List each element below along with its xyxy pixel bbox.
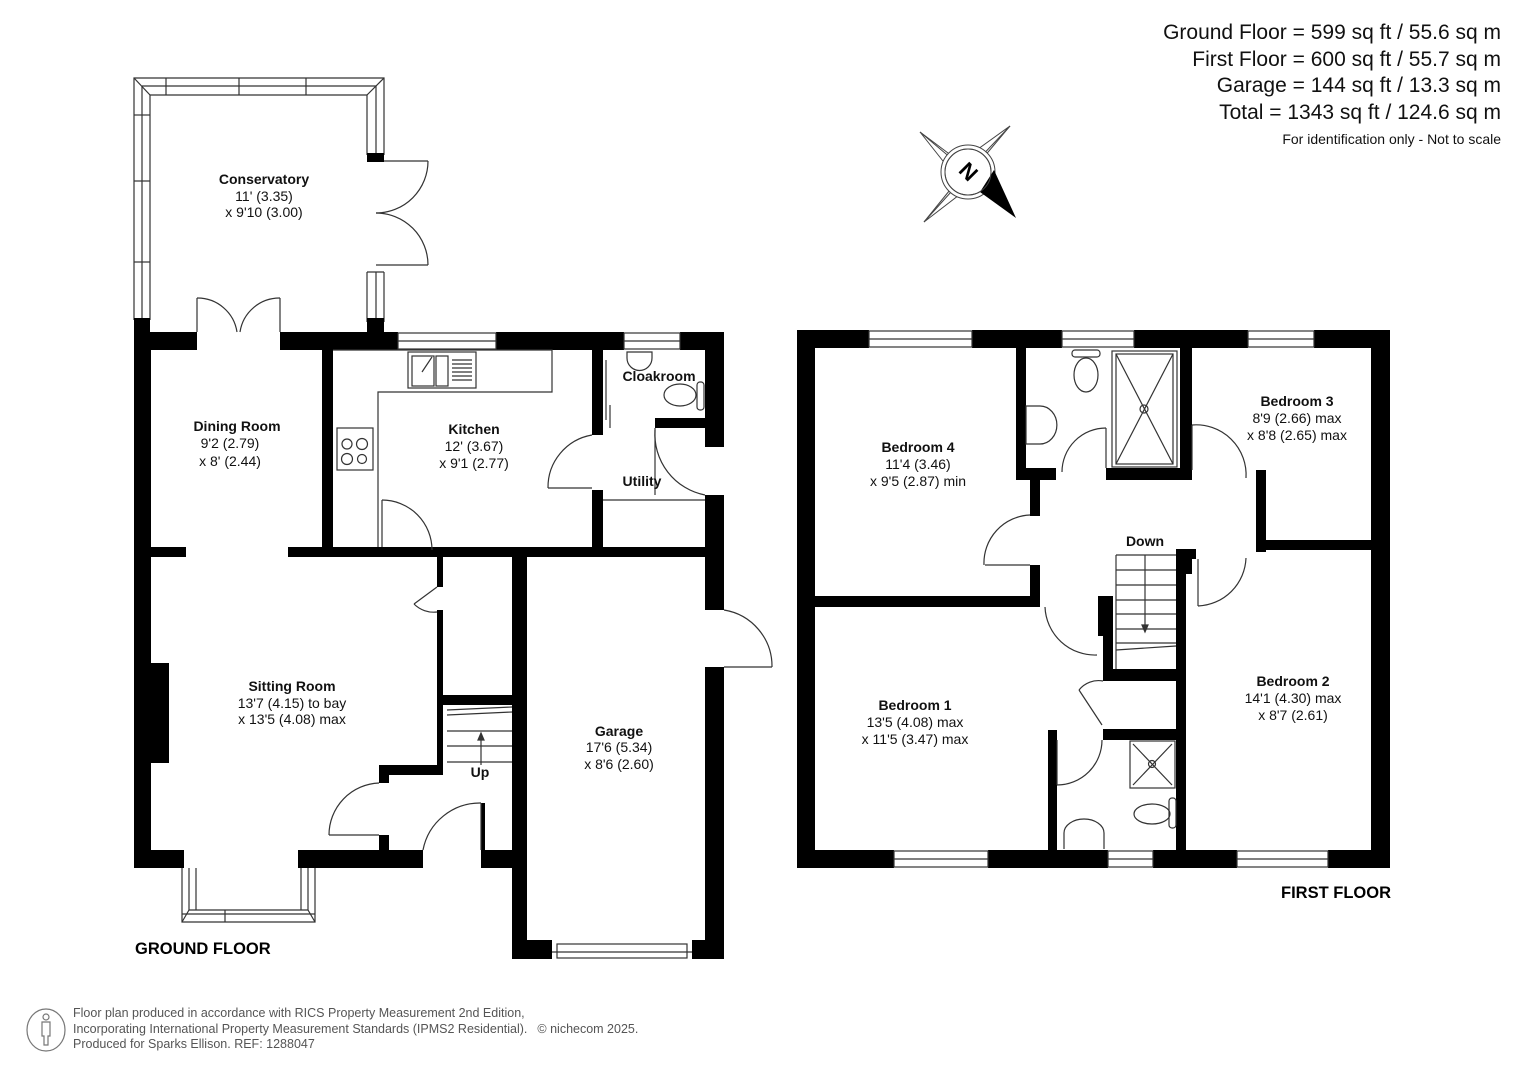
room-name-dining-room: Dining Room xyxy=(193,418,280,434)
room-dim: 9'2 (2.79) xyxy=(201,435,260,451)
cloakroom-wc-icon xyxy=(663,381,705,411)
ensuite-wc-icon xyxy=(1133,797,1177,829)
shower-tray-icon xyxy=(1111,350,1178,468)
stairs-down-label: Down xyxy=(1126,533,1164,549)
room-name-garage: Garage xyxy=(595,723,643,739)
stairs-down xyxy=(1115,554,1177,669)
stairs-up xyxy=(446,706,513,765)
room-name-bedroom-3: Bedroom 3 xyxy=(1260,393,1333,409)
footer-line-3: Produced for Sparks Ellison. REF: 128804… xyxy=(73,1037,315,1051)
person-scale-icon xyxy=(26,1008,66,1052)
room-dim: 11'4 (3.46) xyxy=(885,456,950,472)
ground-floor-walls xyxy=(134,153,724,959)
room-name-utility: Utility xyxy=(623,473,662,489)
footer-credits: Floor plan produced in accordance with R… xyxy=(73,1006,638,1053)
room-dim: 11' (3.35) xyxy=(235,188,293,204)
ensuite-basin-icon xyxy=(1063,818,1105,849)
room-dim: 8'9 (2.66) max xyxy=(1252,410,1341,426)
room-name-bedroom-2: Bedroom 2 xyxy=(1256,673,1329,689)
room-dim: 13'7 (4.15) to bay xyxy=(238,695,347,711)
ensuite-shower-icon xyxy=(1129,740,1176,789)
dining-french-doors xyxy=(196,297,281,333)
room-dim: x 8' (2.44) xyxy=(199,453,261,469)
room-name-sitting-room: Sitting Room xyxy=(248,678,335,694)
cloakroom-basin-icon xyxy=(626,351,653,372)
kitchen-worktop xyxy=(333,349,553,547)
room-dim: x 13'5 (4.08) max xyxy=(238,711,346,727)
first-floor-walls xyxy=(797,330,1390,868)
room-dim: x 9'10 (3.00) xyxy=(225,204,302,220)
area-summary: Ground Floor = 599 sq ft / 55.6 sq m Fir… xyxy=(1163,20,1501,147)
room-dim: 17'6 (5.34) xyxy=(586,739,653,755)
area-ground-floor: Ground Floor = 599 sq ft / 55.6 sq m xyxy=(1163,21,1501,44)
compass-north-icon: N xyxy=(919,125,1016,223)
room-name-cloakroom: Cloakroom xyxy=(622,368,695,384)
bathroom-basin-icon xyxy=(1025,405,1058,445)
room-dim: x 8'8 (2.65) max xyxy=(1247,427,1347,443)
area-total: Total = 1343 sq ft / 124.6 sq m xyxy=(1219,100,1501,124)
ground-floor-label: GROUND FLOOR xyxy=(135,940,271,958)
room-dim: x 11'5 (3.47) max xyxy=(862,731,969,747)
area-garage: Garage = 144 sq ft / 13.3 sq m xyxy=(1216,74,1501,97)
conservatory-side-doors xyxy=(375,160,429,266)
room-name-conservatory: Conservatory xyxy=(219,171,309,187)
bathroom-wc-icon xyxy=(1071,349,1101,393)
room-name-bedroom-4: Bedroom 4 xyxy=(881,439,954,455)
room-dim: 13'5 (4.08) max xyxy=(867,714,964,730)
room-dim: 14'1 (4.30) max xyxy=(1245,690,1342,706)
kitchen-hob-icon xyxy=(336,427,374,471)
conservatory-glazing xyxy=(133,77,385,322)
area-first-floor: First Floor = 600 sq ft / 55.7 sq m xyxy=(1192,47,1501,71)
scale-disclaimer: For identification only - Not to scale xyxy=(1282,131,1501,147)
room-dim: x 9'1 (2.77) xyxy=(439,455,509,471)
room-dim: 12' (3.67) xyxy=(445,438,504,454)
first-floor-label: FIRST FLOOR xyxy=(1281,884,1391,902)
footer-line-1: Floor plan produced in accordance with R… xyxy=(73,1006,525,1020)
room-dim: x 9'5 (2.87) min xyxy=(870,473,966,489)
room-dim: x 8'6 (2.60) xyxy=(584,756,654,772)
stairs-up-label: Up xyxy=(471,764,490,780)
kitchen-sink-icon xyxy=(407,351,477,389)
room-name-kitchen: Kitchen xyxy=(448,421,499,437)
sitting-room-bay-window xyxy=(181,868,316,923)
footer-line-2: Incorporating International Property Mea… xyxy=(73,1021,528,1036)
room-dim: x 8'7 (2.61) xyxy=(1258,707,1328,723)
copyright: © nichecom 2025. xyxy=(537,1021,639,1036)
room-name-bedroom-1: Bedroom 1 xyxy=(878,697,951,713)
